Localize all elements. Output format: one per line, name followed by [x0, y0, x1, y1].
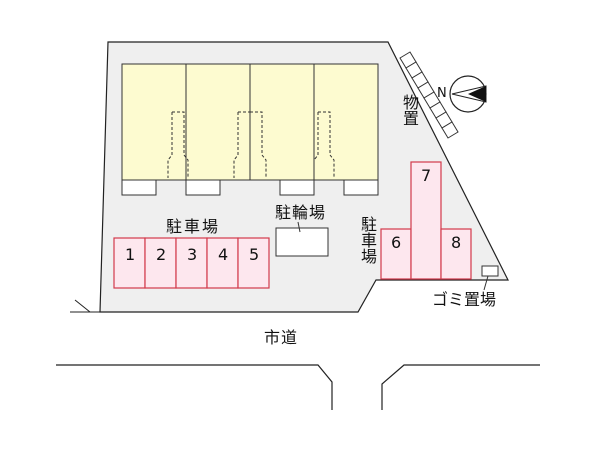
parking-space-number: 1 — [125, 245, 136, 264]
garbage-leader — [483, 275, 489, 291]
parking-space-8 — [440, 228, 472, 280]
entrance-porch — [279, 179, 315, 196]
stair-outline — [233, 112, 239, 178]
stair-outline — [318, 111, 335, 178]
entrance-porch — [185, 179, 221, 196]
road-label: 市道 — [264, 328, 299, 347]
storage-label: 物置 — [400, 94, 419, 126]
road-edge-right — [381, 364, 540, 410]
parking-space-2 — [144, 237, 177, 289]
parking-space-number: 5 — [249, 245, 260, 264]
parking-space-number: 6 — [391, 233, 402, 252]
stair-outline — [167, 112, 173, 178]
building-unit-4 — [313, 63, 379, 181]
building-unit-2 — [185, 63, 251, 181]
parking-space-number: 2 — [156, 245, 167, 264]
parking-spaces — [113, 161, 472, 289]
stair-outline — [172, 111, 189, 178]
parking-space-number: 7 — [421, 166, 432, 185]
building — [121, 63, 379, 196]
lot-edge-tick — [74, 299, 91, 313]
bicycle-parking-leader — [297, 221, 301, 233]
parking-side-label: 駐車場 — [358, 216, 377, 264]
entrance-porch — [121, 179, 157, 196]
building-unit-1 — [121, 63, 187, 181]
building-unit-3 — [249, 63, 315, 181]
storage-sheds — [399, 51, 459, 139]
parking-space-number: 3 — [187, 245, 198, 264]
entrance-porch — [343, 179, 379, 196]
parking-space-7 — [410, 161, 442, 280]
garbage-label: ゴミ置場 — [432, 290, 497, 309]
bicycle-parking-area — [275, 227, 329, 257]
stair-outline — [250, 111, 267, 178]
garbage-area — [481, 265, 499, 277]
road-edge-left — [56, 364, 333, 410]
north-arrow-icon — [449, 75, 487, 113]
parking-space-number: 4 — [218, 245, 229, 264]
compass-n-label: N — [437, 86, 447, 101]
storage-shed — [441, 121, 459, 139]
bicycle-parking-label: 駐輪場 — [275, 203, 327, 222]
parking-space-number: 8 — [451, 233, 462, 252]
parking-space-3 — [175, 237, 208, 289]
parking-space-4 — [206, 237, 239, 289]
parking-space-5 — [237, 237, 270, 289]
parking-main-label: 駐車場 — [166, 217, 221, 236]
stair-outline — [313, 112, 319, 161]
parking-space-6 — [380, 228, 412, 280]
